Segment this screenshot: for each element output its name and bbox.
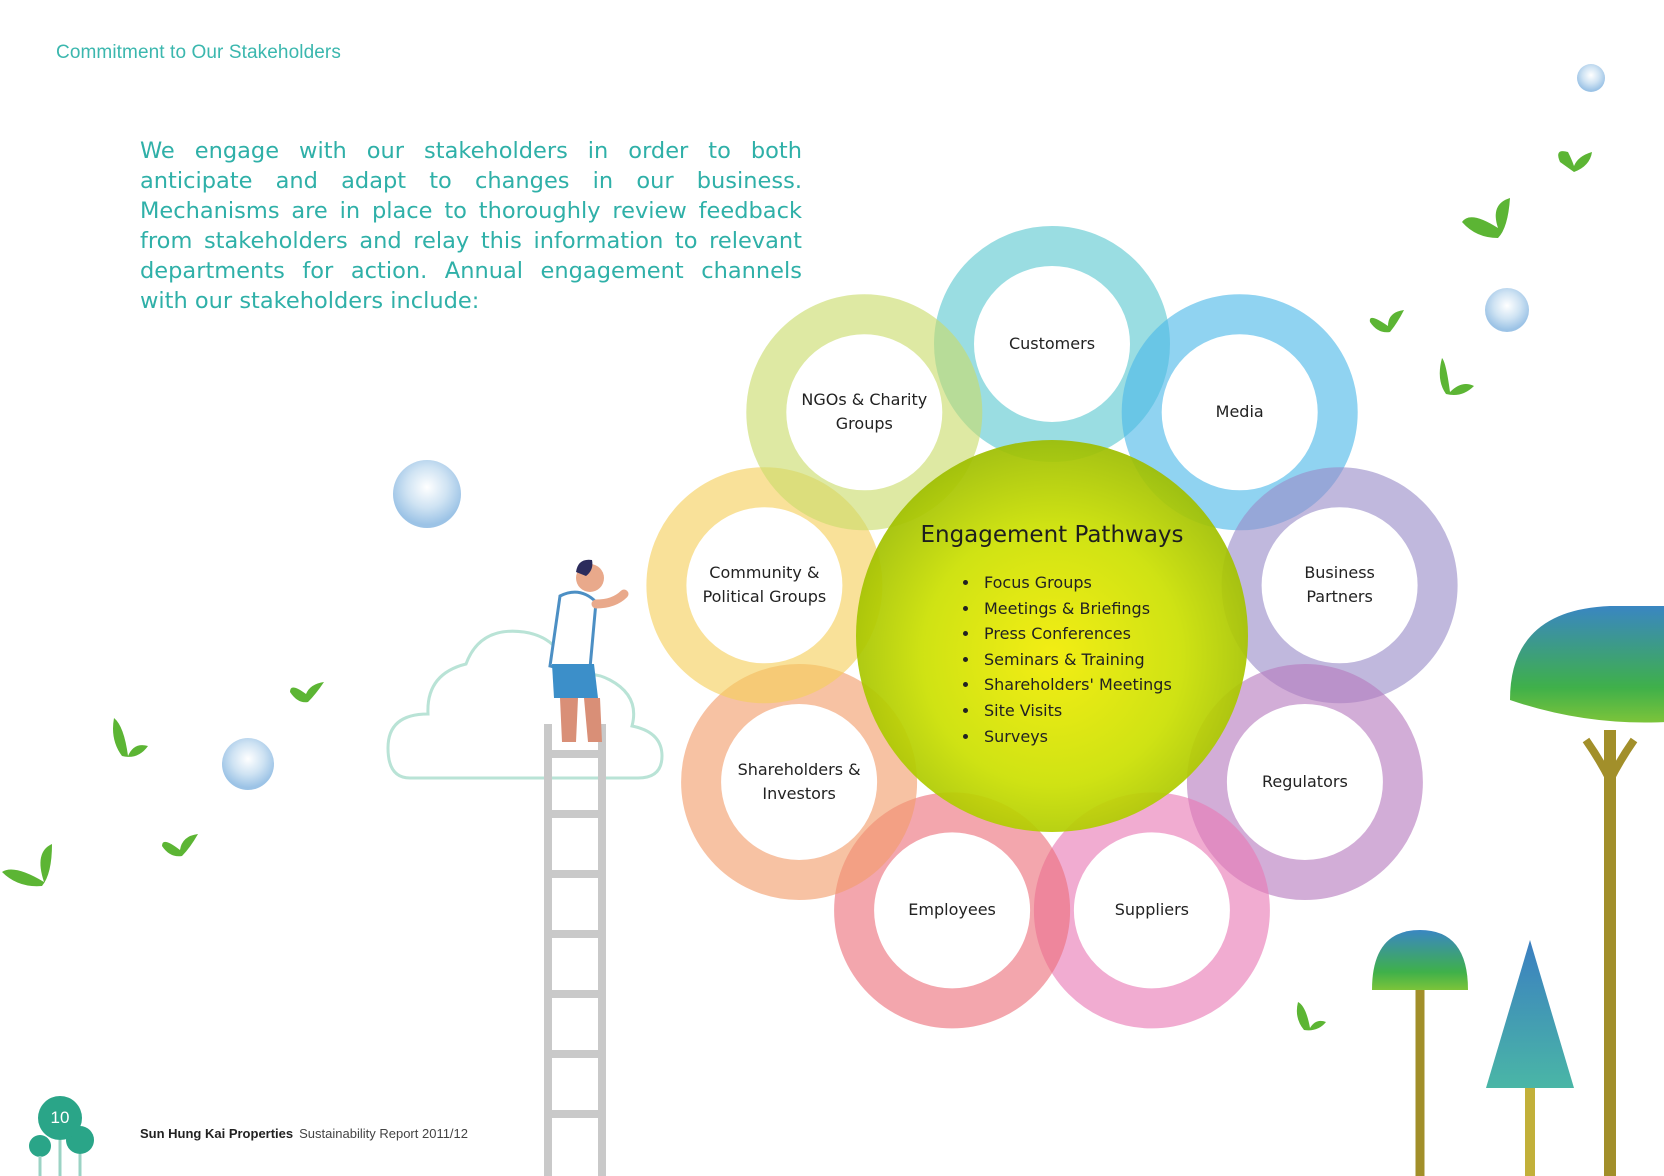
stakeholder-ring [746,294,983,531]
section-title: Commitment to Our Stakeholders [56,42,341,63]
center-circle-group [856,440,1248,832]
stakeholder-label: Community & Political Groups [703,561,827,609]
stakeholder-label-line: Customers [1008,334,1096,353]
stakeholder-label-line: Groups [835,414,893,434]
engagement-channel-list: Focus GroupsMeetings & BriefingsPress Co… [958,570,1172,749]
stakeholder-label-line: Regulators [1262,772,1348,791]
stakeholder-label-line: Community & [709,563,820,583]
stakeholder-label: Customers [1009,332,1095,356]
stakeholder-label-line: Political Groups [702,587,827,607]
stakeholder-label-line: NGOs & Charity [801,390,928,410]
channel-item: Focus Groups [980,570,1172,596]
footer-brand: Sun Hung Kai Properties [140,1126,294,1141]
trees [1372,606,1664,1176]
leaves [2,151,1592,1031]
stakeholder-ring [646,467,883,704]
page-number: 10 [38,1096,82,1140]
stakeholder-ring [1186,664,1423,900]
channel-item: Site Visits [980,698,1172,724]
stakeholder-label-line: Media [1215,402,1264,422]
channel-item: Seminars & Training [980,647,1172,673]
stakeholder-label: Suppliers [1115,898,1189,922]
stakeholder-label-line: Suppliers [1114,900,1190,920]
ladder [544,724,606,1176]
stakeholder-label-line: Investors [762,784,836,803]
stakeholder-label: Employees [908,898,996,922]
stakeholder-label-line: Business [1304,563,1375,583]
stakeholder-label-line: Shareholders & [737,760,861,779]
channel-item: Shareholders' Meetings [980,672,1172,698]
intro-paragraph: We engage with our stakeholders in order… [140,138,802,314]
stakeholder-label-line: Partners [1306,587,1373,607]
stakeholder-label: Shareholders & Investors [738,758,861,806]
stakeholder-label: Media [1216,400,1264,424]
bubbles [222,64,1605,790]
channel-item: Press Conferences [980,621,1172,647]
stakeholder-ring [1121,294,1358,531]
footer: Sun Hung Kai Properties Sustainability Re… [140,1126,468,1141]
channel-item: Meetings & Briefings [980,596,1172,622]
stakeholder-label: Regulators [1262,770,1348,794]
stakeholder-label-line: Employees [908,900,996,920]
center-circle [856,440,1248,832]
center-title: Engagement Pathways [920,522,1184,548]
person-figure [548,559,629,742]
channel-item: Surveys [980,724,1172,750]
footer-report-title: Sustainability Report 2011/12 [299,1126,469,1141]
stakeholder-ring [834,792,1071,1029]
